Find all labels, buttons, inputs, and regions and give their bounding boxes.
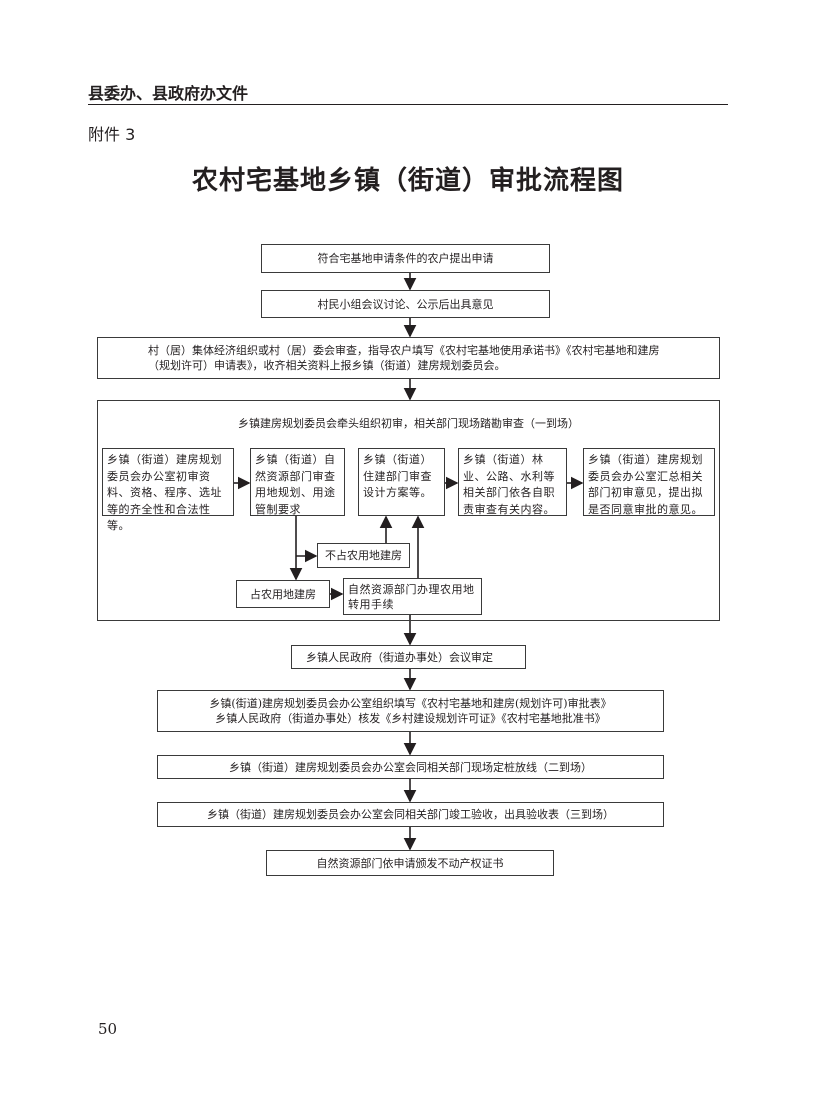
no-farmland-box: 不占农用地建房 <box>317 543 410 568</box>
step-staking: 乡镇（街道）建房规划委员会办公室会同相关部门现场定桩放线（二到场） <box>157 755 664 779</box>
farmland-box: 占农用地建房 <box>236 580 330 608</box>
step-approval: 乡镇(街道)建房规划委员会办公室组织填写《农村宅基地和建房(规划许可)审批表》 … <box>157 690 664 732</box>
step-village-review: 村（居）集体经济组织或村（居）委会审查，指导农户填写《农村宅基地使用承诺书》《农… <box>97 337 720 379</box>
page-title: 农村宅基地乡镇（街道）审批流程图 <box>191 166 624 196</box>
header-rule <box>88 104 728 105</box>
document-header: 县委办、县政府办文件 <box>88 84 249 103</box>
approval-line-1: 乡镇(街道)建房规划委员会办公室组织填写《农村宅基地和建房(规划许可)审批表》 <box>209 697 612 710</box>
step-village-group: 村民小组会议讨论、公示后出具意见 <box>261 290 550 318</box>
review-forestry-box: 乡镇（街道）林业、公路、水利等相关部门依各自职责审查有关内容。 <box>458 448 567 516</box>
step-certificate: 自然资源部门依申请颁发不动产权证书 <box>266 850 554 876</box>
step-acceptance: 乡镇（街道）建房规划委员会办公室会同相关部门竣工验收，出具验收表（三到场） <box>157 802 664 827</box>
review-natural-resources-box: 乡镇（街道）自然资源部门审查用地规划、用途管制要求 <box>250 448 345 516</box>
attachment-label: 附件 3 <box>88 125 136 144</box>
step-government-review: 乡镇人民政府（街道办事处）会议审定 <box>291 645 526 669</box>
page-number: 50 <box>98 1020 118 1038</box>
review-group-title: 乡镇建房规划委员会牵头组织初审，相关部门现场踏勘审查（一到场） <box>238 417 579 430</box>
review-summary-box: 乡镇（街道）建房规划委员会办公室汇总相关部门初审意见，提出拟是否同意审批的意见。 <box>583 448 715 516</box>
review-group <box>97 400 720 621</box>
conversion-box: 自然资源部门办理农用地转用手续 <box>343 578 482 615</box>
review-office-box: 乡镇（街道）建房规划委员会办公室初审资料、资格、程序、选址等的齐全性和合法性等。 <box>102 448 234 532</box>
approval-line-2: 乡镇人民政府（街道办事处）核发《乡村建设规划许可证》《农村宅基地批准书》 <box>215 712 606 725</box>
step-apply: 符合宅基地申请条件的农户提出申请 <box>261 244 550 273</box>
review-housing-box: 乡镇（街道）住建部门审查设计方案等。 <box>358 448 445 516</box>
